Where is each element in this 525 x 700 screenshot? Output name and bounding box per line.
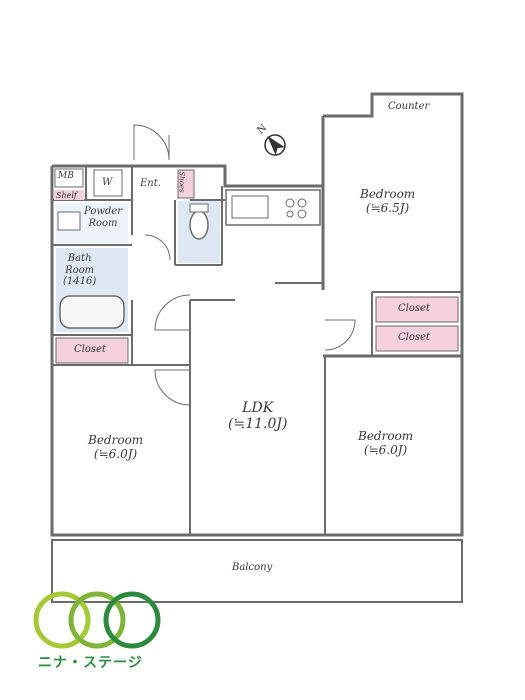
ldk-name: LDK bbox=[242, 400, 274, 416]
bedroom-top-name: Bedroom bbox=[360, 187, 416, 201]
w-label: W bbox=[102, 177, 113, 188]
closet-left-box bbox=[55, 337, 129, 364]
counter-label: Counter bbox=[388, 101, 430, 112]
ldk-label: LDK (≒11.0J) bbox=[228, 400, 287, 432]
mb-box bbox=[54, 168, 84, 188]
logo-circles-icon bbox=[33, 591, 161, 649]
closet-right-1-box bbox=[375, 296, 459, 323]
shoes-label: Shoes bbox=[177, 171, 186, 193]
bedroom-top-size: (≒6.5J) bbox=[365, 200, 410, 215]
ldk-size: (≒11.0J) bbox=[228, 416, 288, 433]
w-box bbox=[93, 169, 123, 197]
ent-label: Ent. bbox=[140, 178, 161, 189]
bedroom-right-label: Bedroom (≒6.0J) bbox=[358, 429, 414, 458]
washbasin bbox=[57, 211, 81, 231]
closet-right-2-label: Closet bbox=[398, 332, 430, 343]
bedroom-left-size: (≒6.0J) bbox=[93, 446, 138, 461]
powder-room-label: Powder Room bbox=[84, 206, 123, 229]
closet-left-label: Closet bbox=[74, 344, 106, 355]
balcony-label: Balcony bbox=[232, 562, 273, 573]
bedroom-right-size: (≒6.0J) bbox=[363, 442, 408, 457]
shelf-label: Shelf bbox=[56, 191, 77, 200]
mb-label: MB bbox=[58, 171, 74, 181]
closet-right-2-box bbox=[375, 325, 459, 352]
closet-right-1-label: Closet bbox=[398, 303, 430, 314]
bedroom-left-label: Bedroom (≒6.0J) bbox=[88, 433, 144, 462]
bedroom-top-label: Bedroom (≒6.5J) bbox=[360, 187, 416, 216]
compass-icon bbox=[264, 134, 286, 156]
bedroom-right-name: Bedroom bbox=[358, 429, 414, 443]
bathtub bbox=[59, 295, 125, 329]
bedroom-left-name: Bedroom bbox=[88, 433, 144, 447]
balcony-area bbox=[51, 539, 463, 603]
logo-text: ニナ・ステージ bbox=[38, 655, 143, 671]
shelf-box bbox=[54, 190, 84, 200]
bath-room-label: Bath Room (1416) bbox=[63, 253, 97, 287]
shoes-box bbox=[177, 169, 195, 199]
kitchen-sink bbox=[231, 195, 269, 219]
stove-burners bbox=[285, 198, 307, 219]
toilet bbox=[189, 210, 209, 240]
